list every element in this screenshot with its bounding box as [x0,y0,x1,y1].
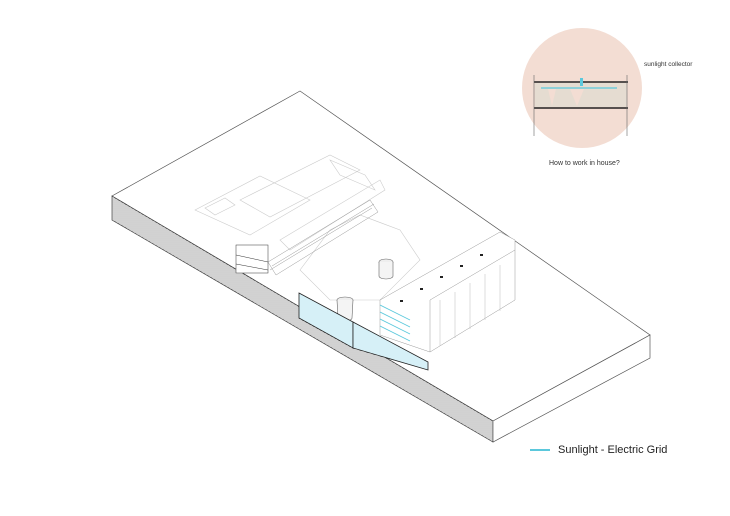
inset-circle [522,28,642,148]
underground-sunlight-channel [298,292,429,371]
sunlight-collector-icon [580,78,583,86]
inset-caption: How to work in house? [549,160,620,167]
legend: Sunlight - Electric Grid [530,444,667,456]
legend-swatch-line [530,449,550,451]
legend-label: Sunlight - Electric Grid [558,444,668,456]
housing-row [235,199,379,276]
new-building [379,231,516,353]
sunlight-collector-label: sunlight collector [644,61,693,68]
